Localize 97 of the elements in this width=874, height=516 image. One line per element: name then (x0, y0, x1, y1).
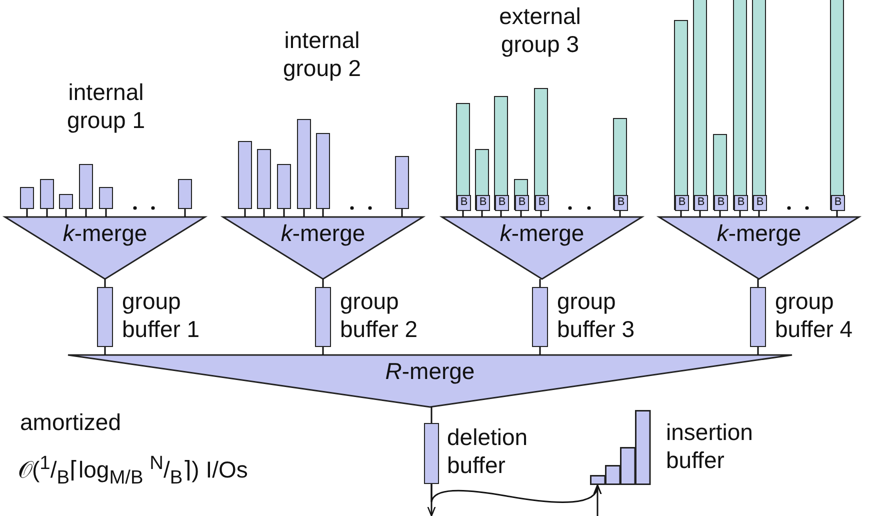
connector-line (758, 210, 760, 217)
connector-line (322, 279, 324, 287)
group-title: internal group 2 (282, 26, 362, 82)
merge-triangle (442, 217, 642, 279)
block-box: B (614, 195, 628, 211)
connector-line (85, 209, 87, 217)
merge-label: R-merge (385, 358, 475, 386)
connector-line (540, 210, 542, 217)
connector-line (699, 210, 701, 217)
buffer-bar (97, 287, 113, 347)
merge-label: k-merge (500, 220, 584, 248)
connector-line (430, 407, 432, 423)
connector-line (836, 210, 838, 217)
merge-label: k-merge (62, 220, 148, 248)
connector-line (104, 279, 106, 287)
connector-line (283, 209, 285, 217)
connector-line (401, 209, 403, 217)
run-bar (257, 149, 271, 209)
run-bar (20, 187, 34, 209)
run-bar (674, 20, 688, 210)
block-box: B (476, 195, 490, 211)
connector-line (184, 209, 186, 217)
merge-label: k-merge (280, 220, 366, 248)
note-text: amortized (20, 408, 121, 436)
arrow (593, 484, 602, 516)
run-bar (395, 156, 409, 209)
block-box: B (734, 195, 748, 211)
run-bar (514, 179, 528, 210)
merge-label: k-merge (716, 220, 802, 248)
run-bar (752, 0, 766, 210)
formula-text: 𝒪($^{1}$/$_{B}$⌈log$_{M/B}$ $^{N}$/$_{B}$⌉) I/Os (18, 452, 248, 490)
buffer-bar (315, 287, 331, 347)
connector-line (719, 210, 721, 217)
group-title: external group 3 (498, 2, 582, 58)
block-box: B (831, 195, 845, 211)
block-box: B (515, 195, 529, 211)
connector-line (539, 347, 541, 355)
run-bar (534, 88, 548, 210)
run-bar (475, 149, 489, 210)
connector-line (481, 210, 483, 217)
block-box: B (694, 195, 708, 211)
block-box: B (535, 195, 549, 211)
run-bar (277, 164, 291, 209)
buffer-bar (424, 423, 439, 484)
buffer-label: deletion buffer (447, 423, 529, 479)
connector-line (263, 209, 265, 217)
block-box: B (753, 195, 767, 211)
run-bar (830, 0, 844, 210)
connector-line (680, 210, 682, 217)
connector-line (757, 279, 759, 287)
block-box: B (675, 195, 689, 211)
merge-triangle (5, 217, 205, 279)
run-bar (79, 164, 93, 209)
buffer-bar (532, 287, 548, 347)
connector-line (520, 210, 522, 217)
run-bar (40, 179, 54, 209)
block-box: B (714, 195, 728, 211)
run-bar (713, 134, 727, 210)
connector-line (65, 209, 67, 217)
connector-line (322, 209, 324, 217)
block-box: B (495, 195, 509, 211)
block-box: B (457, 195, 471, 211)
insertion-buffer-drawing (590, 410, 650, 485)
connector-line (104, 347, 106, 355)
merge-triangle (659, 217, 859, 279)
run-bar (693, 0, 707, 210)
merge-triangle (223, 217, 423, 279)
connector-line (500, 210, 502, 217)
connector-line (322, 347, 324, 355)
group-title: internal group 1 (66, 78, 146, 134)
connector-line (739, 210, 741, 217)
connector-line (105, 209, 107, 217)
run-bar (238, 141, 252, 209)
buffer-label: group buffer 3 (557, 287, 636, 343)
run-bar (316, 133, 330, 209)
merge-triangle (68, 355, 792, 407)
buffer-label: insertion buffer (666, 418, 754, 474)
connector-line (46, 209, 48, 217)
run-bar (456, 103, 470, 210)
buffer-bar (750, 287, 766, 347)
run-bar (99, 187, 113, 209)
buffer-label: group buffer 4 (775, 287, 854, 343)
connector-line (26, 209, 28, 217)
run-bar (178, 179, 192, 209)
run-bar (297, 119, 311, 209)
connector-line (619, 210, 621, 217)
buffer-label: group buffer 1 (122, 287, 201, 343)
connector-line (757, 347, 759, 355)
run-bar (613, 118, 627, 210)
buffer-label: group buffer 2 (340, 287, 419, 343)
connector-line (539, 279, 541, 287)
run-bar (59, 194, 73, 209)
run-bar (494, 96, 508, 210)
connector-line (244, 209, 246, 217)
run-bar (733, 0, 747, 210)
connector-line (462, 210, 464, 217)
connector-line (303, 209, 305, 217)
